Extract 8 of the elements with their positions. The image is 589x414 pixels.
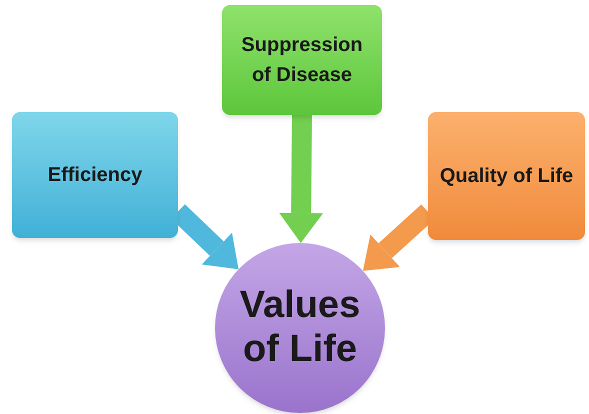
rounded-box — [12, 112, 178, 238]
node-label: Values of Life — [238, 284, 362, 372]
node-label: Suppression of Disease — [240, 33, 364, 88]
block-arrow — [279, 114, 324, 243]
node-label: Quality of Life — [440, 164, 574, 189]
rounded-box — [428, 112, 585, 240]
rounded-box — [222, 5, 382, 115]
node-label: Efficiency — [48, 163, 142, 188]
